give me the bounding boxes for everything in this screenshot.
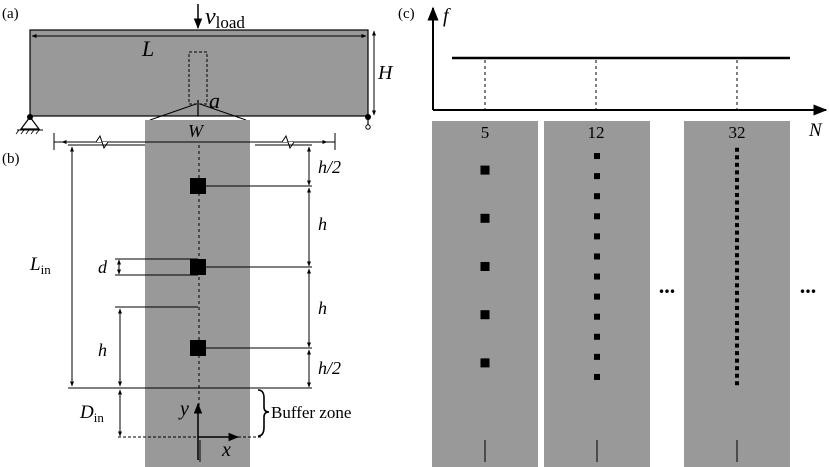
inclusion-dot — [735, 305, 739, 310]
inclusion-column — [480, 165, 490, 368]
width-label: W — [188, 121, 205, 141]
f-axis-label: f — [443, 5, 451, 27]
column-count-label: 32 — [729, 123, 746, 142]
inclusion-dot — [594, 293, 600, 300]
buffer-depth-label: Din — [79, 402, 104, 425]
inclusion-dot — [735, 343, 739, 348]
inclusion-dot — [594, 273, 600, 280]
inclusion-dot — [735, 358, 739, 363]
length-label: L — [141, 36, 154, 61]
inclusion-dot — [735, 260, 739, 265]
specimen-column-32: 32 — [684, 121, 790, 467]
inclusion-dot — [735, 147, 739, 152]
inclusion-dot — [735, 208, 739, 213]
spacing-label: h — [318, 214, 327, 234]
inclusion-dot — [735, 245, 739, 250]
pin-support — [15, 114, 43, 135]
beam — [29, 29, 369, 117]
specimen-column-5: 5 — [432, 121, 538, 467]
panel-a-label: (a) — [2, 6, 19, 22]
column-count-label: 5 — [481, 123, 490, 142]
inclusion-dot — [480, 213, 490, 223]
inclusion-dot — [735, 328, 739, 333]
y-axis-label: y — [178, 398, 189, 420]
inclusion-dot — [735, 215, 739, 220]
n-axis-label: N — [808, 120, 823, 141]
inclusion-dot — [594, 353, 600, 360]
inclusion-dot — [735, 155, 739, 160]
inclusion-dot — [735, 170, 739, 175]
inclusion-dot — [735, 290, 739, 295]
panel-b-label: (b) — [2, 151, 20, 167]
inclusion-dot — [594, 193, 600, 200]
inclusion-dot — [735, 298, 739, 303]
buffer-brace — [257, 389, 270, 437]
inclusion-dot — [735, 283, 739, 288]
inclusion-column — [735, 147, 739, 386]
roller-support — [365, 114, 371, 130]
x-axis-label: x — [221, 439, 231, 461]
inclusion-dot — [480, 310, 490, 320]
inclusion-dot — [735, 351, 739, 356]
inclusion-dot — [594, 313, 600, 320]
panel-a: (a) L H vload a — [2, 4, 394, 135]
specimen-column-12: 12 — [544, 121, 650, 467]
inclusion-dot — [735, 185, 739, 190]
panel-c-label: (c) — [398, 6, 415, 22]
inclusion-dot — [735, 275, 739, 280]
inclusion-dot — [735, 162, 739, 167]
zoom-line-left — [149, 103, 197, 121]
inclusion-dot — [594, 373, 600, 380]
width-dimension — [53, 133, 336, 150]
inclusion-dot — [735, 230, 739, 235]
inclusion-size-label: d — [98, 257, 108, 277]
inclusion-dot — [735, 320, 739, 325]
zoom-line-right — [199, 103, 247, 121]
ellipsis-right: ... — [800, 273, 817, 298]
column-count-label: 12 — [588, 123, 605, 142]
inclusion-dot — [480, 358, 490, 368]
inclusion-dot — [480, 262, 490, 271]
inclusion-dot — [735, 223, 739, 228]
inclusion-dot — [594, 213, 600, 220]
inclusion-dot — [735, 366, 739, 371]
inclusion-dot — [735, 336, 739, 341]
inclusion-dot — [594, 153, 600, 160]
inclusion-dot — [735, 238, 739, 243]
inclusion-dot — [735, 313, 739, 318]
buffer-label: Buffer zone — [271, 403, 351, 422]
inclusion-dot — [594, 233, 600, 240]
inclusion-dot — [735, 200, 739, 205]
inclusion-dot — [594, 253, 600, 260]
inclusion-dot — [594, 333, 600, 340]
inclusion-dot — [594, 173, 600, 180]
ellipsis-middle: ... — [659, 273, 676, 298]
inclusion-dot — [735, 381, 739, 386]
inclusion-column — [594, 153, 600, 380]
spacing-label-top: h/2 — [318, 157, 341, 177]
panel-c: (c) f N 5 12 32 — [398, 5, 828, 467]
load-symbol: vload — [205, 4, 245, 32]
inclusion-dot — [735, 253, 739, 258]
panel-b: (b) W h/2 — [2, 120, 351, 467]
inclusion-dot — [735, 192, 739, 197]
spacing-label-bottom: h/2 — [318, 358, 341, 378]
inclusion-dot — [735, 373, 739, 378]
height-label: H — [377, 62, 394, 84]
spacing-label: h — [318, 298, 327, 318]
notch-label: a — [209, 88, 220, 113]
inclusion-dot — [735, 177, 739, 182]
inclusion-dot — [735, 268, 739, 273]
left-spacing-label: h — [98, 340, 107, 360]
inclusion-dot — [480, 165, 490, 175]
inclusion-length-label: Lin — [29, 254, 51, 277]
